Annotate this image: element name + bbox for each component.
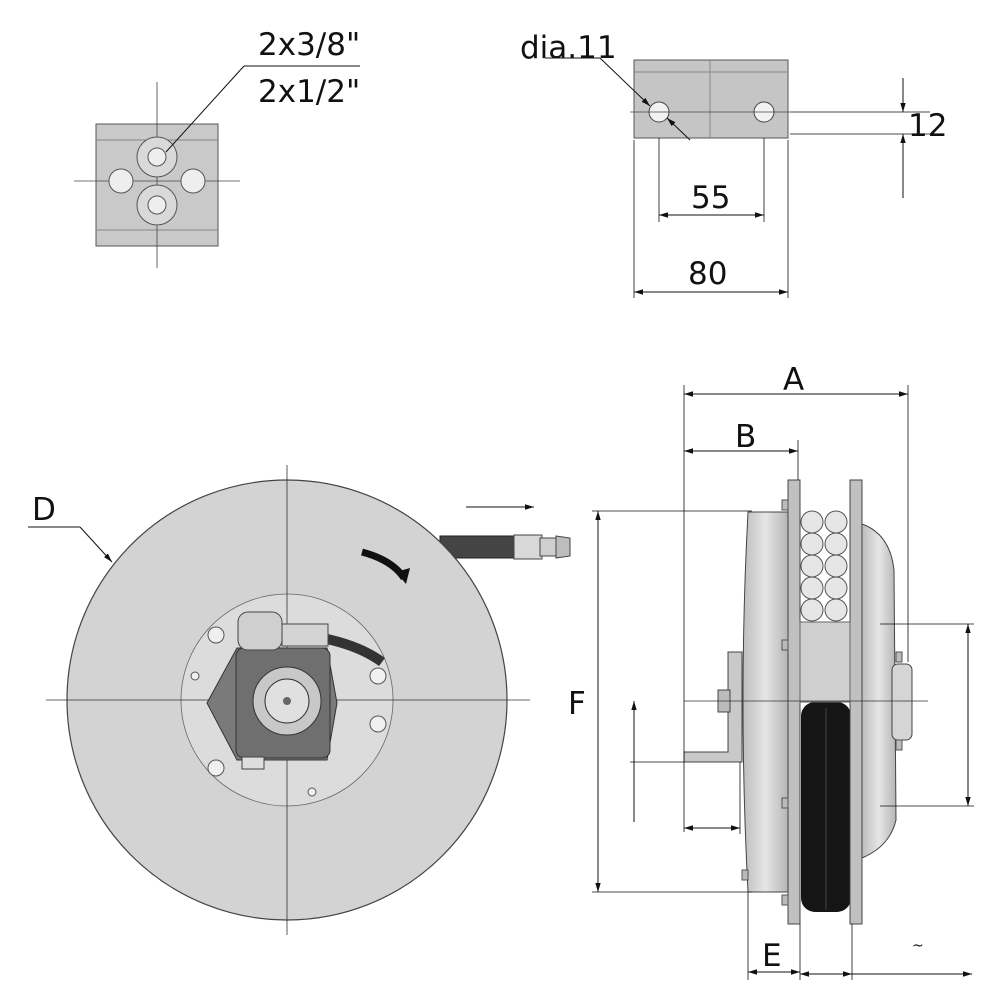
dimension-D: D <box>32 492 56 528</box>
dimension-80: 80 <box>688 256 727 292</box>
tilde-mark: ~ <box>912 938 924 954</box>
dimension-F: F <box>568 686 586 722</box>
thread-label-top: 2x3/8" <box>258 27 360 63</box>
side-view-dimensions <box>592 385 974 980</box>
dimension-B: B <box>735 419 756 455</box>
hole-diameter-label: dia.11 <box>520 30 617 66</box>
reel-side-view <box>683 479 928 925</box>
thread-label-bottom: 2x1/2" <box>258 74 360 110</box>
bracket-view <box>545 57 930 298</box>
reel-front-view <box>46 465 571 935</box>
dimension-A: A <box>783 362 804 398</box>
dimension-12: 12 <box>908 108 947 144</box>
dimension-E: E <box>762 938 782 974</box>
plate-front-view <box>74 65 360 268</box>
dimension-55: 55 <box>691 180 730 216</box>
